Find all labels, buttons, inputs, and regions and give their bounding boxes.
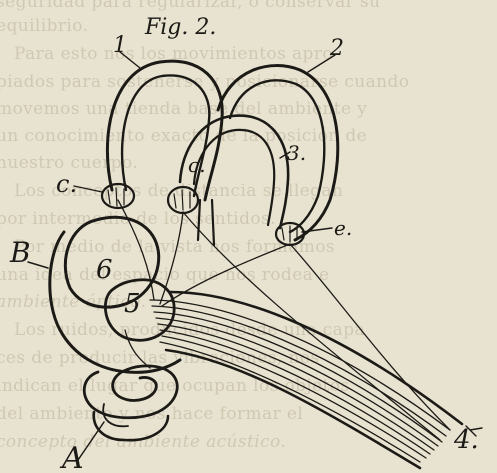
label-3: 3. — [287, 141, 306, 165]
figure-title: Fig. 2. — [144, 15, 216, 40]
semicircular-canal-2 — [218, 66, 338, 240]
label-c-right: e. — [334, 216, 352, 240]
label-5: 5 — [124, 289, 141, 319]
label-c-upper: c. — [56, 170, 77, 198]
label-c-left: c. — [188, 153, 206, 177]
label-4: 4. — [453, 425, 479, 455]
label-1: 1 — [113, 33, 127, 58]
ampulla-left — [102, 184, 134, 208]
label-A: A — [59, 441, 84, 473]
label-6: 6 — [96, 255, 113, 285]
label-2: 2 — [329, 36, 344, 61]
label-B: B — [9, 236, 31, 269]
